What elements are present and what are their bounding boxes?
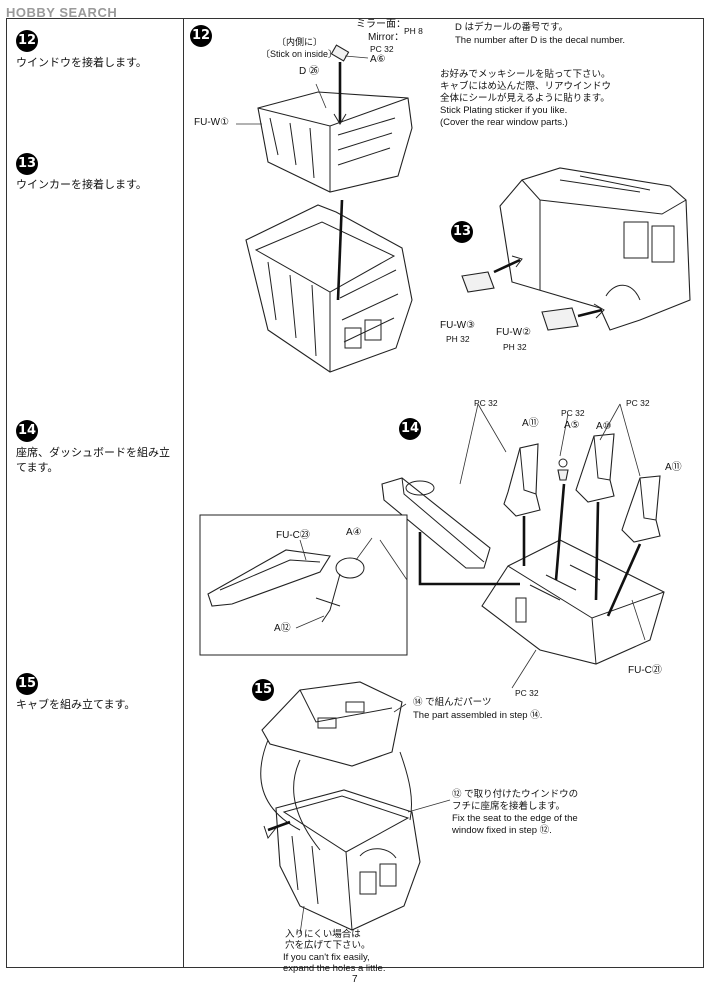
mirror-ref-h: PH 8 — [404, 26, 423, 36]
plating-note-en-1: Stick Plating sticker if you like. — [440, 105, 568, 116]
fix-seat-note-jp-2: フチに座席を接着します。 — [452, 801, 566, 812]
column-divider — [183, 18, 184, 968]
step-15-description: キャブを組み立てます。 — [16, 699, 136, 711]
part-fuc21-label: FU-C㉑ — [628, 665, 662, 676]
steering-inset-box — [199, 514, 408, 656]
inset-a4-label: A④ — [346, 527, 362, 538]
part-a11-left-label: A⑪ — [522, 418, 539, 429]
cab-body-drawing — [275, 789, 421, 931]
mirror-ref-c: PC 32 — [370, 44, 394, 54]
inset-a12-label: A⑫ — [274, 623, 291, 634]
part-a5-label: A⑤ — [564, 420, 580, 431]
seat-middle-drawing — [575, 433, 615, 503]
part-a10-label: A⑩ — [596, 421, 612, 432]
seat-assembly-drawing — [261, 681, 403, 767]
step-15-badge: 15 — [16, 673, 38, 695]
ref-pc32-left: PC 32 — [474, 398, 498, 408]
fix-seat-note-en-1: Fix the seat to the edge of the — [452, 813, 578, 824]
inside-label-en: 〔Stick on inside〕 — [261, 49, 338, 59]
step-13-badge: 13 — [16, 153, 38, 175]
part-fuw3-ref: PH 32 — [446, 334, 470, 344]
holes-note-jp-2: 穴を広げて下さい。 — [285, 940, 371, 951]
step-12-description: ウインドウを接着します。 — [16, 57, 147, 69]
plating-note-jp-1: お好みでメッキシールを貼って下さい。 — [440, 69, 611, 80]
holes-note-jp-1: 入りにくい場合は — [285, 929, 361, 940]
fix-seat-note-jp-1: ⑫ で取り付けたウインドウの — [452, 789, 579, 800]
part-fuw2-ref: PH 32 — [503, 342, 527, 352]
assembled-part-note-jp: ⑭ で組んだパーツ — [413, 697, 492, 708]
diagram-step-12-badge: 12 — [190, 25, 212, 47]
plating-note-jp-3: 全体にシールが見えるように貼ります。 — [440, 93, 610, 104]
part-fuw3-label: FU-W③ — [440, 320, 476, 331]
diagram-step-15-badge: 15 — [252, 679, 274, 701]
cab-interior-frame-drawing — [245, 204, 413, 373]
plating-note-jp-2: キャブにはめ込んだ際、リアウインドウ — [440, 81, 612, 92]
step-14-badge: 14 — [16, 420, 38, 442]
assembled-part-note-en: The part assembled in step ⑭. — [413, 710, 543, 721]
rear-window-part-drawing — [257, 91, 413, 193]
decal-note-en: The number after D is the decal number. — [455, 35, 626, 46]
seat-left-drawing — [503, 443, 541, 517]
decal-26-label: D ㉖ — [299, 66, 319, 77]
inset-fuc23-label: FU-C㉓ — [276, 530, 310, 541]
decal-note-jp: D はデカールの番号です。 — [455, 22, 569, 33]
cab-exterior-drawing — [499, 167, 691, 331]
page-number: 7 — [352, 974, 358, 985]
turn-signal-part-left — [461, 271, 495, 293]
plating-note-en-2: (Cover the rear window parts.) — [440, 117, 568, 128]
step-12-badge: 12 — [16, 30, 38, 52]
dashboard-drawing — [381, 477, 491, 569]
gear-lever-drawing — [557, 458, 569, 481]
turn-signal-part-right — [541, 307, 579, 331]
ref-pc32-floor: PC 32 — [515, 688, 539, 698]
holes-note-en-1: If you can't fix easily, — [283, 952, 370, 963]
page-frame — [6, 18, 704, 968]
ref-pc32-middle: PC 32 — [561, 408, 585, 418]
mirror-label-en: Mirror： — [368, 32, 405, 43]
inside-label-jp: 〔内側に〕 — [277, 37, 323, 47]
site-logo: HOBBY SEARCH — [6, 5, 118, 20]
part-a11-right-label: A⑪ — [665, 462, 682, 473]
fix-seat-note-en-2: window fixed in step ⑫. — [452, 825, 552, 836]
part-fuw2-label: FU-W② — [496, 327, 532, 338]
step-14-description: 座席、ダッシュボードを組み立てます。 — [16, 447, 170, 474]
step-13-description: ウインカーを接着します。 — [16, 179, 147, 191]
mirror-sticker-drawing — [330, 44, 369, 62]
seat-right-drawing — [621, 475, 661, 543]
part-fuw1-label: FU-W① — [194, 117, 230, 128]
ref-pc32-right: PC 32 — [626, 398, 650, 408]
holes-note-en-2: expand the holes a little. — [283, 963, 386, 974]
mirror-label-jp: ミラー面： — [356, 19, 406, 30]
diagram-step-13-badge: 13 — [451, 221, 473, 243]
diagram-step-14-badge: 14 — [399, 418, 421, 440]
floor-panel-drawing — [481, 539, 665, 665]
part-a6-label: A⑥ — [370, 54, 386, 65]
